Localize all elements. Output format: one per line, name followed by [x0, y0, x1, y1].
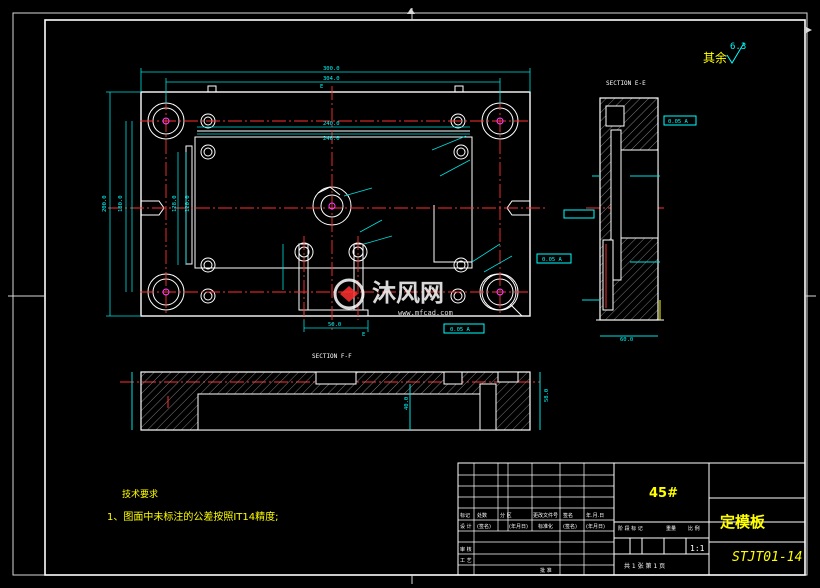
- section-marker-bottom: E: [362, 332, 365, 338]
- section-ee-title: SECTION E-E: [606, 80, 646, 87]
- tb-drawing-no: STJT01-14: [732, 550, 802, 565]
- dim-height-4: 120.0: [185, 195, 191, 212]
- tb-part-name: 定模板: [720, 513, 766, 531]
- tb-check-label-2: 工 艺: [460, 558, 472, 564]
- tb-stage-label: 阶 段 标 记: [618, 525, 643, 532]
- screw-holes: [200, 113, 469, 304]
- section-marker-top: E: [320, 84, 323, 90]
- tolerance-frame-1: 0.05 A: [450, 327, 471, 333]
- dim-side-width: 60.0: [620, 337, 633, 343]
- tb-sheet-text: 共 1 张 第 1 页: [624, 562, 665, 570]
- roughness-value: 6.3: [730, 42, 746, 52]
- tb-row2-label-5: (签名): [563, 523, 577, 530]
- tb-check-label-3: 批 准: [540, 567, 552, 574]
- tolerance-frames: 0.05 A 0.05 A 0.05 A: [443, 115, 697, 334]
- notes-heading: 技术要求: [122, 488, 158, 500]
- tb-row2-label-2: (签名): [477, 523, 491, 530]
- tb-scale-value: 1:1: [690, 544, 705, 553]
- watermark-brand: 沐风网: [372, 279, 444, 307]
- tb-row-label-3: 分 区: [500, 512, 512, 519]
- tb-row2-label-4: 标准化: [538, 523, 553, 530]
- tb-row-label-6: 年.月.日: [586, 512, 604, 519]
- tb-scale-label: 比 例: [688, 525, 700, 532]
- dim-height-3: 128.0: [172, 195, 178, 212]
- dimension-texts: 300.0 304.0 240.0 246.0 200.0 180.0 128.…: [102, 66, 365, 338]
- drawing-frame: [8, 8, 816, 584]
- tolerance-frame-2: 0.05 A: [542, 257, 563, 263]
- roughness-symbol: 其余 6.3: [703, 42, 746, 65]
- watermark: 沐风网 www.mfcad.com: [333, 278, 453, 317]
- tb-weight-label: 重量: [666, 525, 676, 532]
- dimension-lines: [106, 68, 531, 332]
- dim-bottom-span: 50.0: [328, 322, 341, 328]
- notes-item-1: 1、图面中未标注的公差按照IT14精度;: [107, 510, 279, 523]
- dim-overall-width: 300.0: [323, 66, 340, 72]
- tb-row-label-2: 处数: [477, 512, 487, 519]
- tb-row2-label-6: (年月日): [586, 523, 605, 530]
- tb-material: 45#: [649, 486, 678, 501]
- section-ee-view: SECTION E-E 60.0: [582, 80, 664, 343]
- tb-row-label-4: 更改文件号: [533, 512, 558, 519]
- title-block: [457, 462, 806, 576]
- technical-notes: 技术要求 1、图面中未标注的公差按照IT14精度;: [107, 488, 279, 523]
- center-lines: [108, 86, 664, 383]
- tolerance-frame-3: 0.05 A: [668, 119, 689, 125]
- roughness-prefix: 其余: [703, 50, 727, 65]
- tb-row2-label-1: 设 计: [460, 523, 472, 530]
- dim-inner-width: 240.0: [323, 121, 340, 127]
- section-ff-view: SECTION F-F 58.0 40.0: [131, 353, 550, 431]
- title-block-texts: 标记 处数 分 区 更改文件号 签名 年.月.日 设 计 (签名) (年月日) …: [460, 512, 700, 574]
- dim-height-2: 180.0: [118, 195, 124, 212]
- section-ff-title: SECTION F-F: [312, 353, 352, 360]
- tb-row-label-5: 签名: [563, 512, 573, 519]
- dim-height: 200.0: [102, 195, 108, 212]
- title-block-grid: [458, 463, 614, 575]
- dim-ff-depth: 40.0: [404, 397, 410, 410]
- feature-markers: [162, 117, 504, 296]
- tb-row-label-1: 标记: [460, 512, 470, 519]
- dim-ff-height: 58.0: [544, 389, 550, 402]
- title-block-values: 45# 定模板 STJT01-14 1:1: [649, 486, 802, 565]
- dim-width-2: 304.0: [323, 76, 340, 82]
- watermark-url: www.mfcad.com: [398, 309, 453, 317]
- tb-check-label-1: 审 核: [460, 546, 472, 553]
- tb-row2-label-3: (年月日): [509, 523, 528, 530]
- dim-inner-width-2: 246.0: [323, 136, 340, 142]
